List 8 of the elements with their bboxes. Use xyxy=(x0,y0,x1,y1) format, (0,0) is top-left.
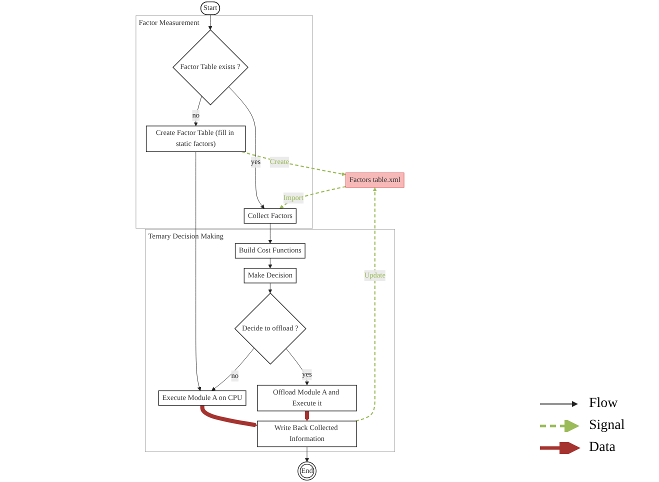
arrow xyxy=(200,405,258,428)
legend-label: Data xyxy=(589,440,616,456)
legend-label: Signal xyxy=(589,418,625,434)
arrow xyxy=(280,186,346,209)
arrow xyxy=(356,187,377,422)
arrow xyxy=(304,410,310,422)
arrow xyxy=(242,151,346,176)
legend-label: Flow xyxy=(589,396,618,412)
